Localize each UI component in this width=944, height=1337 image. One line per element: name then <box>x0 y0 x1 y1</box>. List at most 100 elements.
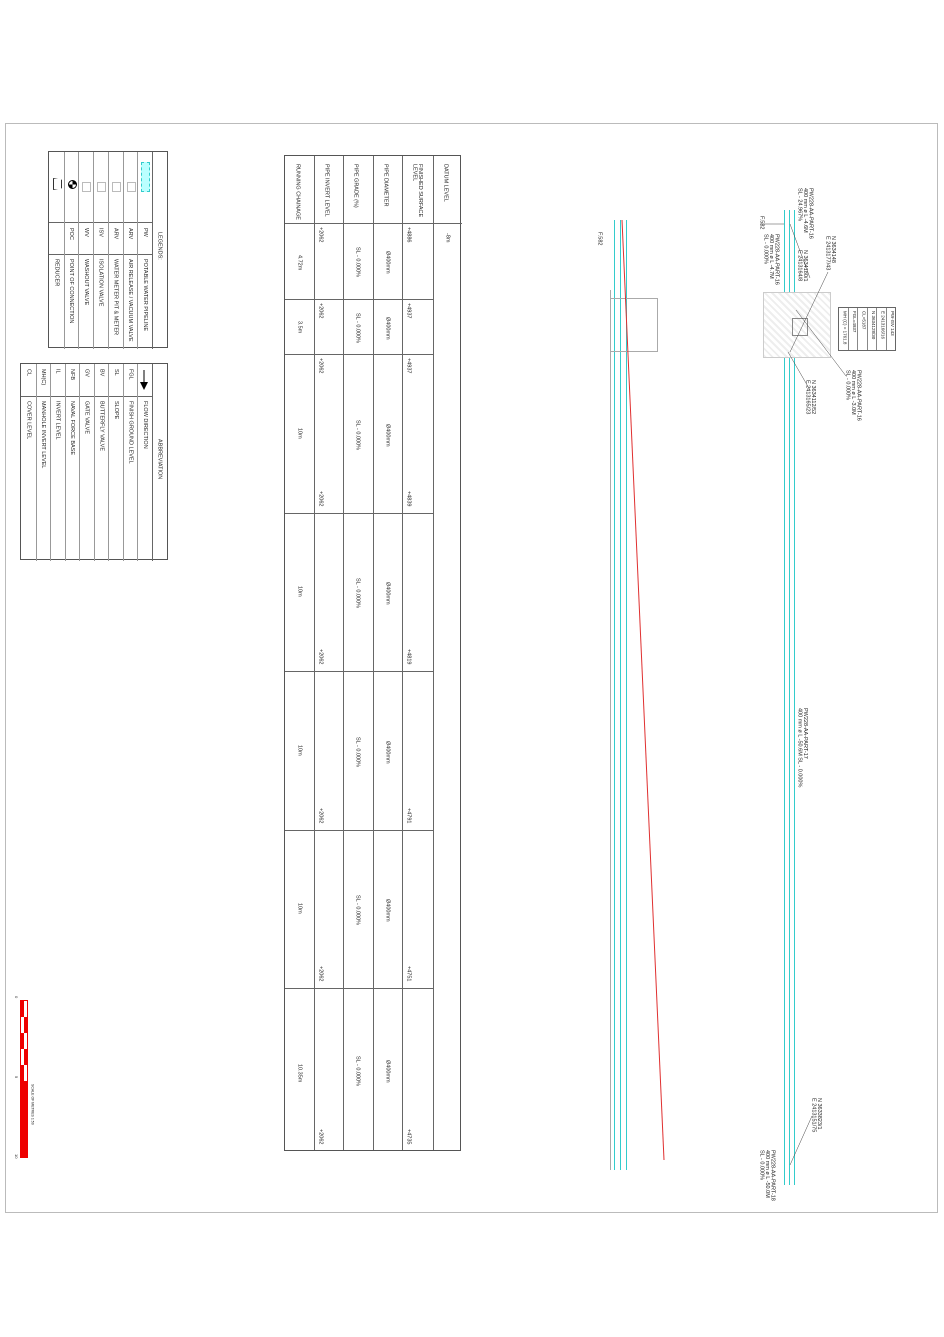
pipe-grade: SL - 0.000% <box>354 419 361 450</box>
divider <box>108 364 110 561</box>
manhole-info-line: FGL=4937 <box>847 308 857 350</box>
profile-header: PIPE GRADE (%) <box>352 164 359 208</box>
leader-lines <box>760 223 847 1166</box>
abbreviation-code: GV <box>83 369 90 377</box>
legend-label: WATER METER PIT & METER <box>112 259 119 335</box>
profile-point-label: F.582 <box>596 232 603 246</box>
scale-segment <box>24 1017 27 1033</box>
abbreviation-label: COVER LEVEL <box>25 401 32 440</box>
abbreviation-code: BV <box>98 369 105 377</box>
washout-valve-icon <box>82 182 92 192</box>
invert-level-start: +2062 <box>317 358 324 374</box>
pipe-diameter: Ø400mm <box>384 316 391 340</box>
scale-segment <box>24 1049 27 1065</box>
abbreviation-table: ABBREVIATION FLOW DIRECTION FGL FINISH GROU… <box>20 363 168 561</box>
divider <box>63 152 65 349</box>
abbreviation-label: FLOW DIRECTION <box>141 401 148 449</box>
abbreviation-label: MANHOLE INVERT LEVEL <box>40 401 47 469</box>
divider <box>21 396 152 397</box>
invert-level-end: +2062 <box>317 491 324 507</box>
pipe-plan-line <box>784 210 785 1185</box>
divider <box>152 152 153 349</box>
divider <box>107 152 109 349</box>
ground-line <box>621 219 665 1161</box>
divider <box>285 830 433 831</box>
divider <box>79 364 81 561</box>
divider <box>285 223 433 224</box>
manhole-info-line: E 2413166/16 <box>876 308 886 350</box>
profile-header: PIPE INVERT LEVEL <box>323 164 330 217</box>
legend-code: ISV <box>97 228 104 237</box>
manhole-hatched-area <box>763 292 831 358</box>
scale-segment <box>21 1033 24 1049</box>
divider <box>78 152 80 349</box>
profile-header: FINISHED SURFACE LEVEL <box>411 164 424 218</box>
pipe-plan-line <box>794 210 795 1185</box>
legend-code: POC <box>68 228 75 240</box>
pipe-diameter: Ø400mm <box>384 251 391 274</box>
pipe-plan-line <box>789 210 790 1185</box>
pipe-profile-line <box>626 220 627 1170</box>
abbreviation-label: SLOPE <box>112 401 119 420</box>
pipe-grade: SL - 0.000% <box>354 247 361 278</box>
fsl-end: +4839 <box>405 491 412 507</box>
fsl-end: +4791 <box>405 808 412 824</box>
pipeline-icon <box>141 162 151 192</box>
divider <box>402 156 403 1150</box>
legend-code: WV <box>82 228 89 237</box>
legend-code: ARV <box>112 228 119 240</box>
scale-start-label: 0 <box>14 996 19 999</box>
running-chainage: 10m <box>296 744 303 756</box>
abbreviation-code: MH(C) <box>40 369 47 386</box>
isolation-valve-icon <box>97 182 107 192</box>
divider <box>93 152 95 349</box>
fsl-end: +4735 <box>405 1129 412 1145</box>
divider <box>433 223 462 224</box>
abbreviation-code: SL <box>112 369 119 376</box>
abbreviation-code: FGL <box>127 369 134 380</box>
divider <box>122 364 124 561</box>
pipe-diameter: Ø400mm <box>384 1059 391 1083</box>
legend-label: WASHOUT VALVE <box>82 259 89 306</box>
running-chainage: 4.72m <box>296 255 303 271</box>
abbreviation-label: FINISH GROUND LEVEL <box>127 401 134 464</box>
scale-mid-label: 5 <box>14 1076 19 1079</box>
manhole-info-line: PW-ISV 143 <box>885 308 895 350</box>
air-valve-icon <box>126 182 136 192</box>
legend-title: LEGENDS: <box>156 232 163 260</box>
drawing-frame <box>5 123 938 1213</box>
abbreviation-title: ABBREVIATION <box>156 439 163 480</box>
pipe-profile-line <box>620 220 621 1170</box>
abbreviation-label: BUTTERFLY VALVE <box>98 401 105 452</box>
reducer-icon <box>53 178 62 190</box>
running-chainage: 10m <box>296 903 303 914</box>
divider <box>93 364 95 561</box>
flow-direction-arrow-icon <box>140 370 149 390</box>
invert-level-end: +2062 <box>317 649 324 665</box>
abbreviation-code: CL <box>25 369 32 377</box>
fsl-start: +4886 <box>405 227 412 243</box>
pipe-grade: SL - 0.000% <box>354 312 361 343</box>
pipe-diameter: Ø400mm <box>384 740 391 764</box>
meter-pit-icon <box>111 182 121 192</box>
abbreviation-code: NFB <box>69 369 76 380</box>
manhole-info-line: N 3634128/30 <box>866 308 876 350</box>
manhole-info-line: CL=5187 <box>857 308 867 350</box>
f-label: F.582 <box>758 216 765 230</box>
connection-point-icon <box>67 180 77 189</box>
running-chainage: 10.35m <box>296 1063 303 1082</box>
profile-drawing: F.582 <box>590 210 680 1170</box>
manhole-chamber <box>792 318 808 336</box>
legend-code: ARV <box>127 228 134 240</box>
pipe-diameter: Ø400mm <box>384 899 391 922</box>
running-chainage: 3.5m <box>296 320 303 333</box>
